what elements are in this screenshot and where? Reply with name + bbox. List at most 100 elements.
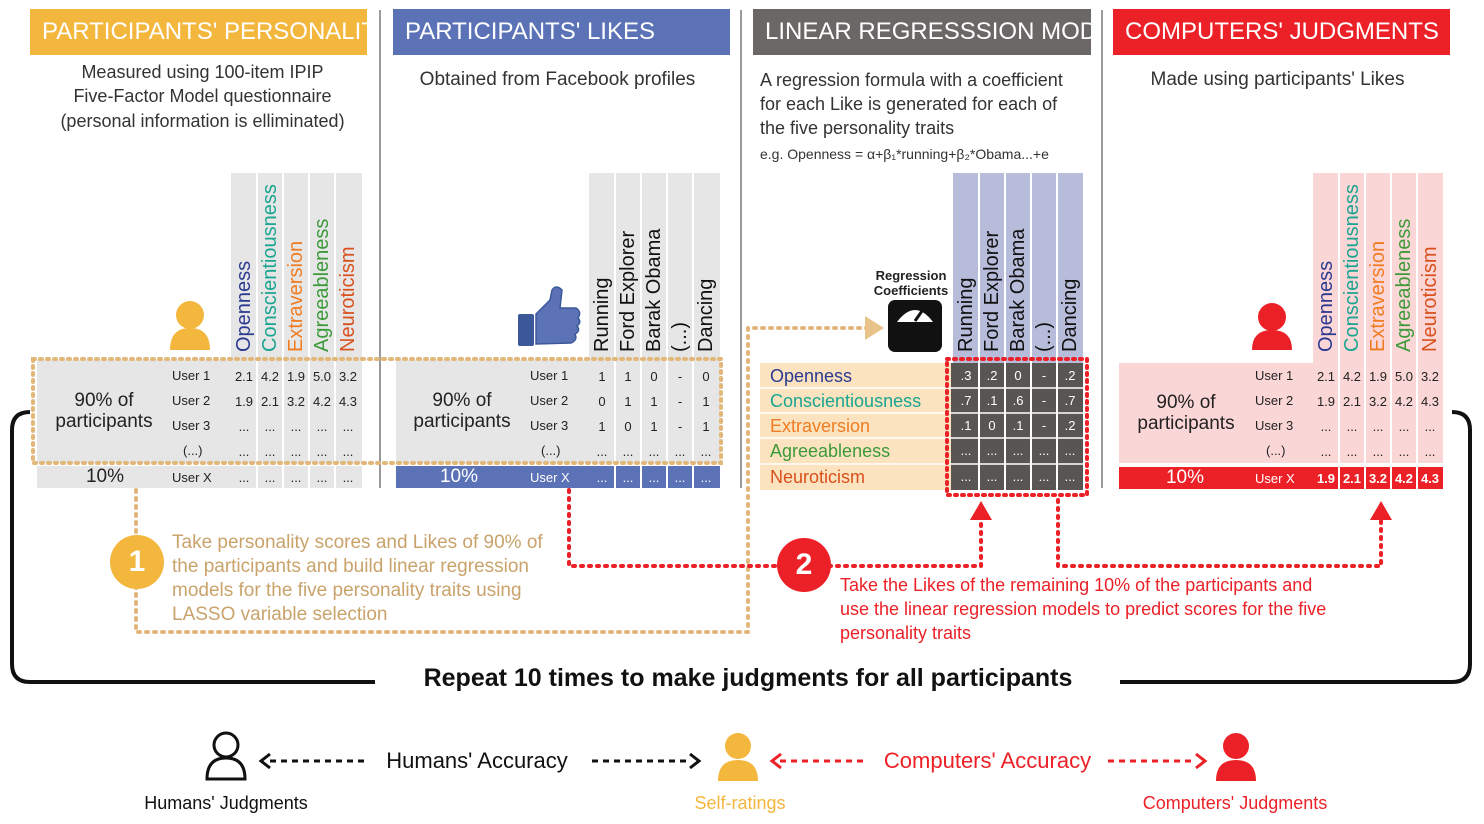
table-cell: 2.1	[1316, 369, 1336, 384]
table-cell: .2	[1064, 368, 1076, 383]
table-cell: 0	[1014, 368, 1022, 383]
user-x-cell: 1.9	[1316, 471, 1336, 486]
table-cell: 0	[598, 394, 606, 409]
table-cell: 0	[650, 369, 658, 384]
table-cell: ...	[622, 444, 634, 459]
table-cell: .2	[986, 368, 998, 383]
user-x-cell: ...	[674, 470, 686, 485]
table-cell: ...	[986, 443, 998, 458]
table-cell: 3.2	[1368, 394, 1388, 409]
table-cell: 2.1	[260, 394, 280, 409]
models-desc-1: A regression formula with a coefficient	[760, 70, 1063, 90]
personality-desc-1: Measured using 100-item IPIP	[81, 62, 324, 82]
table-cell: ...	[1320, 444, 1332, 459]
col-neuroticism: Neuroticism	[337, 246, 359, 352]
user-x-cell: 2.1	[1342, 471, 1362, 486]
table-cell: 5.0	[1394, 369, 1414, 384]
table-cell: 1.9	[1316, 394, 1336, 409]
table-cell: 0	[624, 419, 632, 434]
comp-col-conscientiousness: Conscientiousness	[1341, 184, 1363, 352]
table-cell: ...	[1038, 443, 1050, 458]
table-cell: .3	[960, 368, 972, 383]
table-cell: 1	[598, 369, 606, 384]
table-cell: 0	[702, 369, 710, 384]
header-personality: PARTICIPANTS' PERSONALITY	[30, 9, 367, 55]
table-cell: ...	[1398, 444, 1410, 459]
table-cell: 2.1	[234, 369, 254, 384]
table-cell: 1	[624, 394, 632, 409]
table-cell: .1	[986, 393, 998, 408]
table-cell: ...	[1424, 419, 1436, 434]
table-cell: ...	[1372, 419, 1384, 434]
user-2-label: User 2	[172, 393, 211, 408]
ten-label: 10%	[85, 466, 125, 487]
table-cell: -	[677, 369, 683, 384]
likes-user-more: (...)	[541, 443, 561, 458]
user-x-cell: 3.2	[1368, 471, 1388, 486]
table-cell: 1	[702, 394, 710, 409]
user-more-label: (...)	[183, 443, 203, 458]
table-cell: .1	[960, 418, 972, 433]
models-formula: e.g. Openness = α+β₁*running+β₂*Obama...…	[760, 146, 1049, 162]
col-ford-explorer: Ford Explorer	[617, 230, 639, 352]
comp-user-x: User X	[1255, 471, 1295, 486]
user-x-cell: ...	[596, 470, 608, 485]
computers-accuracy-label: Computers' Accuracy	[883, 748, 1092, 773]
table-cell: ...	[342, 419, 354, 434]
table-cell: -	[1041, 368, 1047, 383]
col-more: (...)	[669, 322, 691, 352]
table-cell: ...	[596, 444, 608, 459]
computers-desc: Made using participants' Likes	[1150, 69, 1405, 90]
table-cell: 1	[650, 419, 658, 434]
personality-desc-3: (personal information is elliminated)	[60, 111, 345, 131]
table-cell: ...	[1346, 419, 1358, 434]
table-cell: .6	[1012, 393, 1024, 408]
comp-ten-label: 10%	[1165, 467, 1205, 488]
user-3-label: User 3	[172, 418, 211, 433]
table-cell: 4.2	[312, 394, 332, 409]
header-likes: PARTICIPANTS' LIKES	[393, 9, 730, 55]
table-cell: -	[1041, 418, 1047, 433]
self-ratings-label: Self-ratings	[694, 793, 786, 813]
row-agreeableness: Agreeableness	[770, 441, 891, 461]
comp-col-agreeableness: Agreeableness	[1393, 218, 1415, 352]
table-cell: 0	[988, 418, 996, 433]
step-2-text: Take the Likes of the remaining 10% of t…	[840, 575, 1327, 643]
table-cell: ...	[1320, 419, 1332, 434]
divider-2	[740, 10, 742, 488]
humans-accuracy-label: Humans' Accuracy	[386, 748, 568, 773]
likes-user-1: User 1	[530, 368, 569, 383]
header-models: LINEAR REGRESSSION MODELS	[753, 9, 1091, 55]
table-cell: 4.2	[260, 369, 280, 384]
table-cell: 1	[650, 394, 658, 409]
user-x-cell: ...	[622, 470, 634, 485]
col-agreeableness: Agreeableness	[311, 218, 333, 352]
scale-icon	[888, 300, 942, 352]
col-dancing: Dancing	[695, 278, 717, 352]
user-x-cell: ...	[238, 470, 250, 485]
table-cell: ...	[960, 469, 972, 484]
step-1-text: Take personality scores and Likes of 90%…	[172, 532, 543, 625]
coef-col-more: (...)	[1033, 322, 1055, 352]
table-cell: ...	[1064, 443, 1076, 458]
user-x-cell: ...	[648, 470, 660, 485]
thumbs-up-icon	[518, 286, 581, 346]
table-cell: .7	[1064, 393, 1076, 408]
col-running: Running	[591, 277, 613, 352]
user-x-cell: ...	[342, 470, 354, 485]
likes-user-3: User 3	[530, 418, 569, 433]
table-cell: 3.2	[338, 369, 358, 384]
table-cell: 1	[598, 419, 606, 434]
table-cell: ...	[1012, 469, 1024, 484]
table-cell: 4.3	[338, 394, 358, 409]
user-1-label: User 1	[172, 368, 211, 383]
comp-col-openness: Openness	[1315, 260, 1337, 352]
table-cell: ...	[1398, 419, 1410, 434]
person-icon	[170, 301, 210, 350]
person-outline-icon	[205, 731, 247, 781]
table-cell: ...	[1012, 443, 1024, 458]
table-cell: -	[1041, 393, 1047, 408]
